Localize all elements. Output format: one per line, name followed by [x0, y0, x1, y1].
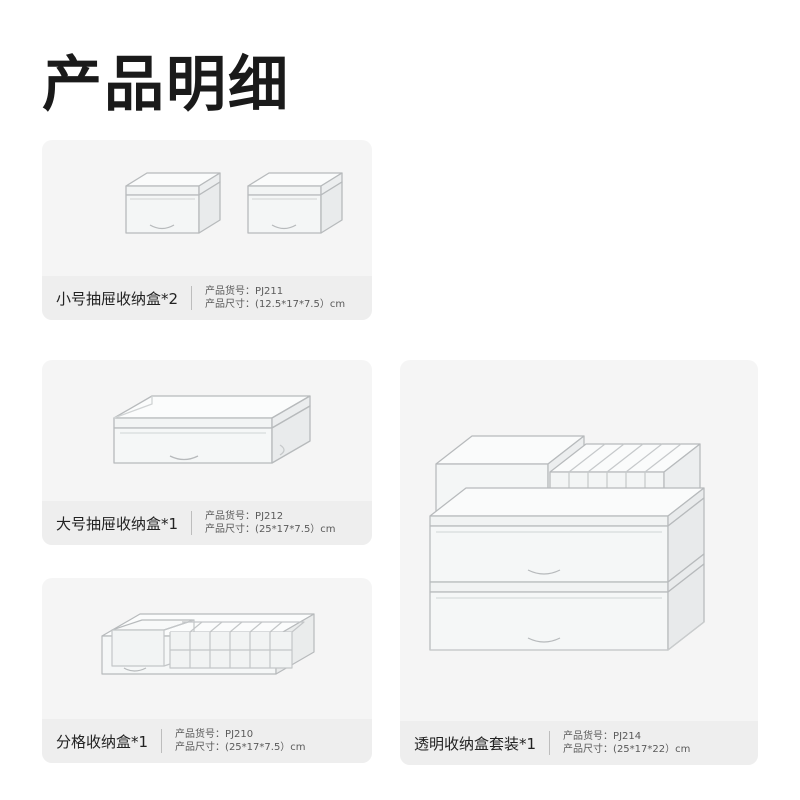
product-code-line: 产品货号：PJ211 — [205, 285, 345, 299]
product-code-line: 产品货号：PJ210 — [175, 728, 306, 742]
product-code-label: 产品货号： — [563, 730, 614, 742]
product-code-label: 产品货号： — [205, 285, 256, 297]
product-image-small-drawer-boxes — [42, 140, 372, 276]
footer-divider — [161, 729, 163, 753]
product-size-label: 产品尺寸： — [563, 744, 614, 755]
product-name: 小号抽屉收纳盒*2 — [56, 289, 179, 308]
product-size-line: 产品尺寸：(12.5*17*7.5）cm — [205, 298, 345, 312]
product-code-line: 产品货号：PJ212 — [205, 510, 336, 524]
card-footer-small-drawer-box: 小号抽屉收纳盒*2 产品货号：PJ211 产品尺寸：(12.5*17*7.5）c… — [42, 276, 372, 320]
product-image-transparent-set — [400, 360, 758, 721]
product-code-label: 产品货号： — [175, 728, 226, 740]
product-name: 透明收纳盒套装*1 — [414, 734, 537, 753]
product-image-large-drawer-box — [42, 360, 372, 501]
product-name: 分格收纳盒*1 — [56, 732, 149, 751]
product-size-value: (12.5*17*7.5）cm — [255, 299, 346, 310]
product-card-transparent-set[interactable]: 透明收纳盒套装*1 产品货号：PJ214 产品尺寸：(25*17*22）cm — [400, 360, 758, 765]
product-spec: 产品货号：PJ214 产品尺寸：(25*17*22）cm — [563, 730, 690, 757]
product-size-label: 产品尺寸： — [205, 299, 256, 310]
product-size-value: (25*17*7.5）cm — [255, 524, 336, 535]
product-size-value: (25*17*22）cm — [613, 744, 691, 755]
footer-divider — [549, 731, 551, 755]
product-size-line: 产品尺寸：(25*17*7.5）cm — [175, 741, 306, 755]
product-code-value: PJ211 — [255, 285, 284, 297]
product-code-value: PJ210 — [225, 728, 254, 740]
footer-divider — [191, 511, 193, 535]
product-spec: 产品货号：PJ211 产品尺寸：(12.5*17*7.5）cm — [205, 285, 345, 312]
product-code-line: 产品货号：PJ214 — [563, 730, 690, 744]
card-footer-transparent-set: 透明收纳盒套装*1 产品货号：PJ214 产品尺寸：(25*17*22）cm — [400, 721, 758, 765]
product-size-label: 产品尺寸： — [175, 742, 226, 753]
product-card-divided-box[interactable]: 分格收纳盒*1 产品货号：PJ210 产品尺寸：(25*17*7.5）cm — [42, 578, 372, 763]
card-footer-large-drawer-box: 大号抽屉收纳盒*1 产品货号：PJ212 产品尺寸：(25*17*7.5）cm — [42, 501, 372, 545]
product-spec: 产品货号：PJ210 产品尺寸：(25*17*7.5）cm — [175, 728, 306, 755]
product-spec: 产品货号：PJ212 产品尺寸：(25*17*7.5）cm — [205, 510, 336, 537]
card-footer-divided-box: 分格收纳盒*1 产品货号：PJ210 产品尺寸：(25*17*7.5）cm — [42, 719, 372, 763]
product-code-value: PJ214 — [613, 730, 642, 742]
page-title: 产品明细 — [42, 50, 290, 120]
product-card-small-drawer-box[interactable]: 小号抽屉收纳盒*2 产品货号：PJ211 产品尺寸：(12.5*17*7.5）c… — [42, 140, 372, 320]
product-size-line: 产品尺寸：(25*17*7.5）cm — [205, 523, 336, 537]
footer-divider — [191, 286, 193, 310]
product-code-label: 产品货号： — [205, 510, 256, 522]
product-code-value: PJ212 — [255, 510, 284, 522]
product-card-large-drawer-box[interactable]: 大号抽屉收纳盒*1 产品货号：PJ212 产品尺寸：(25*17*7.5）cm — [42, 360, 372, 545]
product-size-line: 产品尺寸：(25*17*22）cm — [563, 743, 690, 757]
product-size-label: 产品尺寸： — [205, 524, 256, 535]
product-name: 大号抽屉收纳盒*1 — [56, 514, 179, 533]
product-size-value: (25*17*7.5）cm — [225, 742, 306, 753]
product-image-divided-box — [42, 578, 372, 719]
